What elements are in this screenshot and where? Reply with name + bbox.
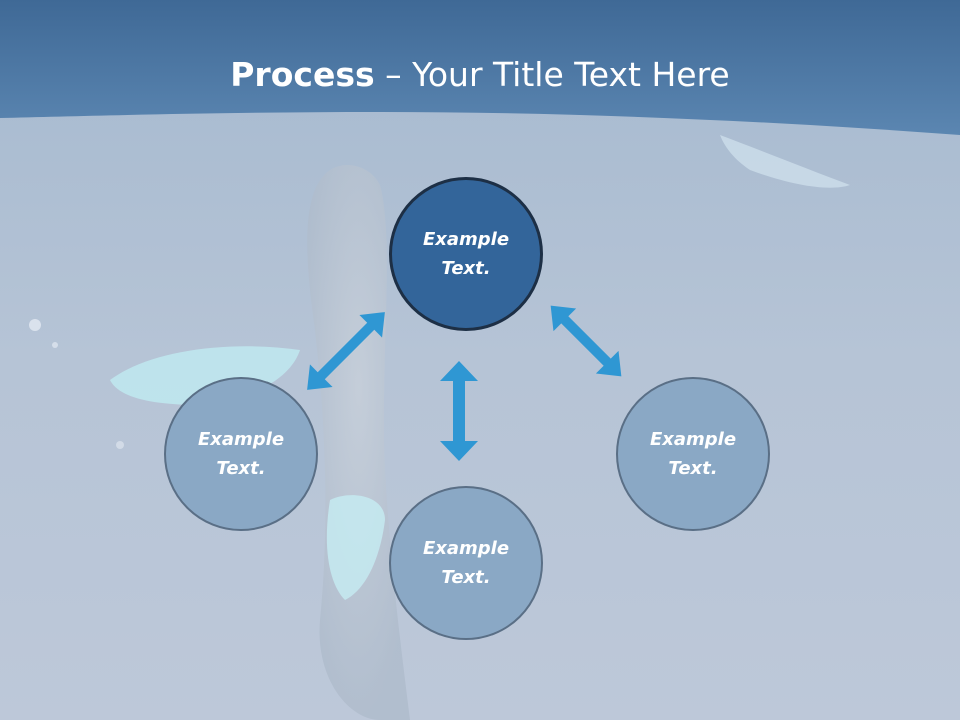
double-arrow-icon-left <box>307 312 385 390</box>
node-top-line2: Text. <box>441 258 491 279</box>
node-right-line2: Text. <box>668 458 718 479</box>
process-node-right: Example Text. <box>616 377 770 531</box>
process-node-top: Example Text. <box>389 177 543 331</box>
process-node-left: Example Text. <box>164 377 318 531</box>
title-rest: – Your Title Text Here <box>374 55 730 94</box>
node-bottom-line2: Text. <box>441 567 491 588</box>
process-node-bottom: Example Text. <box>389 486 543 640</box>
double-arrow-icon-vertical <box>440 361 478 461</box>
node-right-line1: Example <box>649 429 737 450</box>
double-arrow-icon-right <box>550 305 622 377</box>
node-bottom-line1: Example <box>422 538 510 559</box>
node-left-line2: Text. <box>216 458 266 479</box>
slide-title: Process – Your Title Text Here <box>0 50 960 100</box>
node-top-line1: Example <box>422 229 510 250</box>
title-bold: Process <box>230 55 375 94</box>
node-left-line1: Example <box>197 429 285 450</box>
